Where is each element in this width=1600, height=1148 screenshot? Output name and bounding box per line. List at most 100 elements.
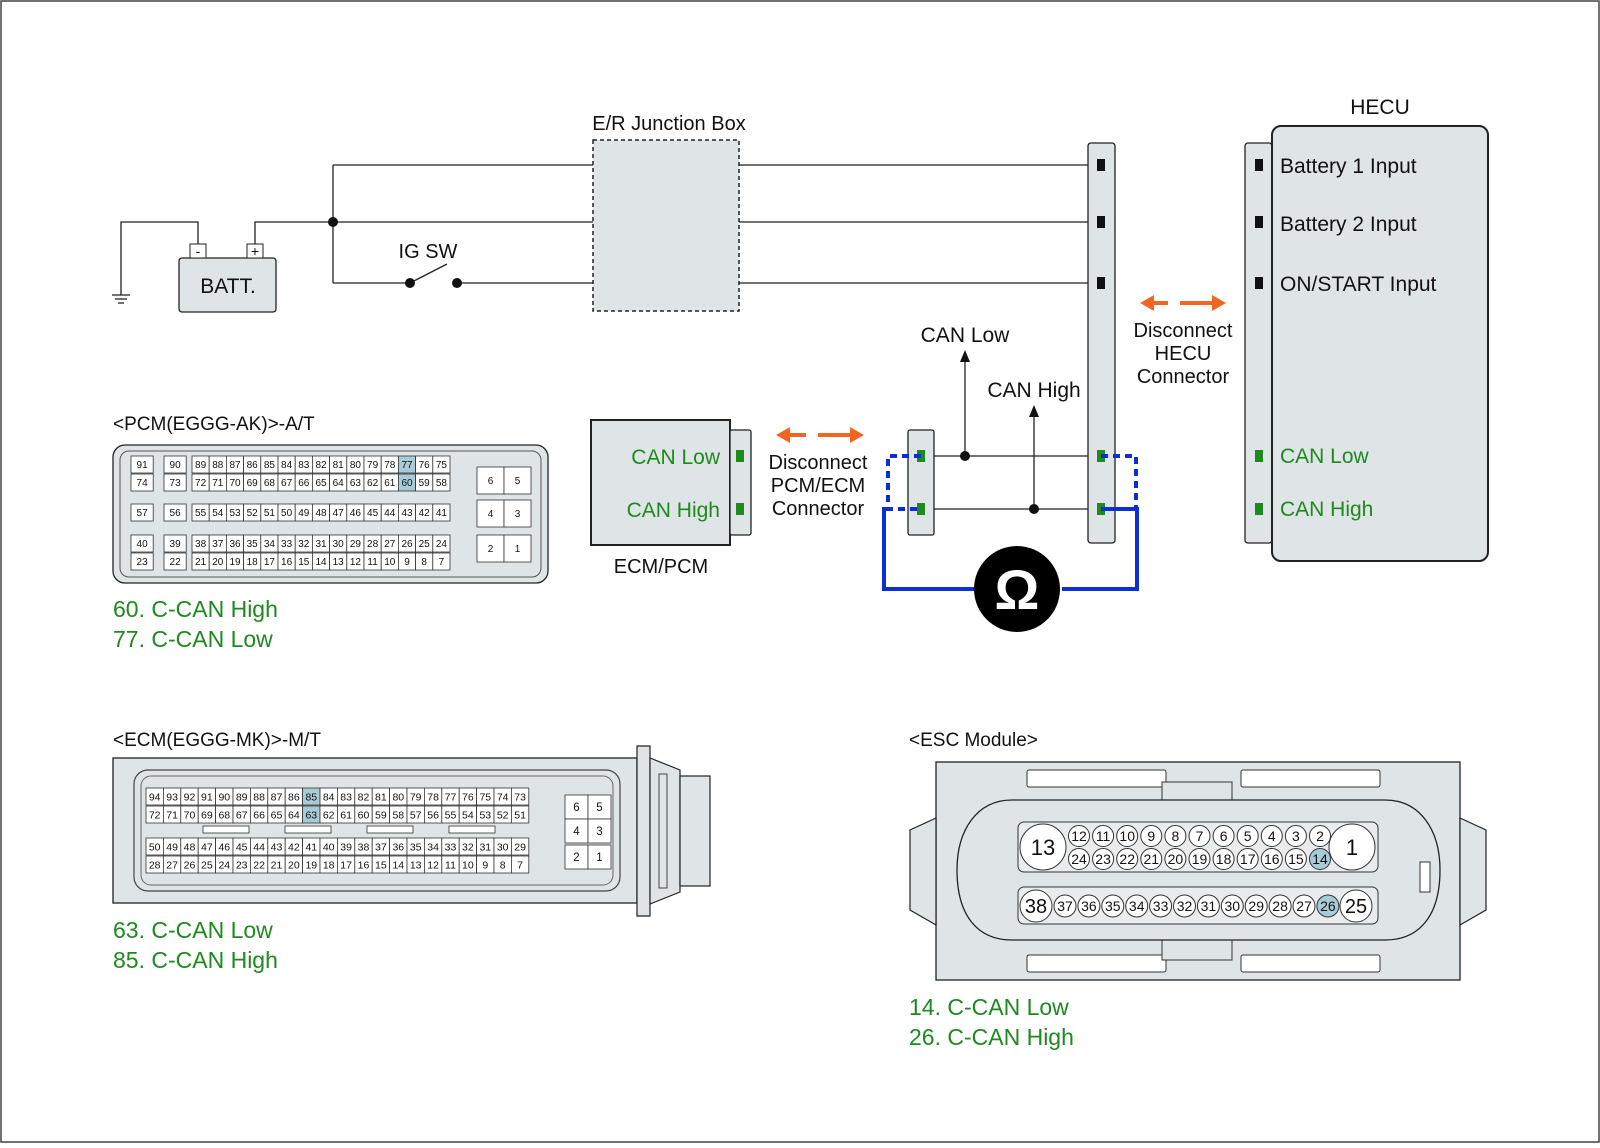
pin-1: 1 — [587, 844, 612, 870]
svg-text:17: 17 — [1240, 851, 1256, 867]
pin-74: 74 — [493, 787, 512, 806]
svg-text:55: 55 — [195, 508, 207, 519]
pin-55: 55 — [441, 805, 460, 824]
pin-73: 73 — [510, 787, 530, 806]
pin-33: 33 — [441, 837, 460, 856]
pin-7: 7 — [510, 855, 530, 874]
svg-text:35: 35 — [1105, 898, 1121, 914]
pin-87: 87 — [225, 455, 244, 474]
pin-90: 90 — [163, 455, 187, 474]
svg-text:33: 33 — [281, 539, 293, 550]
pin-71: 71 — [162, 805, 182, 824]
pin-51: 51 — [510, 805, 530, 824]
pin-55: 55 — [191, 503, 210, 522]
pin-81: 81 — [371, 787, 391, 806]
svg-text:24: 24 — [436, 539, 448, 550]
pin-76: 76 — [458, 787, 478, 806]
pin-15: 15 — [294, 552, 313, 571]
svg-text:73: 73 — [170, 478, 182, 489]
svg-text:36: 36 — [229, 539, 241, 550]
svg-text:61: 61 — [384, 478, 396, 489]
svg-text:22: 22 — [1119, 851, 1135, 867]
pin-25: 25 — [1339, 889, 1373, 923]
pin-12: 12 — [423, 855, 443, 874]
pin-14: 14 — [1309, 848, 1331, 870]
svg-text:23: 23 — [236, 859, 248, 871]
svg-text:1: 1 — [596, 852, 602, 864]
pin-10: 10 — [458, 855, 478, 874]
svg-text:33: 33 — [445, 841, 457, 853]
pin-26: 26 — [1316, 894, 1340, 918]
junction-box — [592, 139, 740, 312]
pin-64: 64 — [284, 805, 304, 824]
svg-text:27: 27 — [384, 539, 396, 550]
pin-21: 21 — [191, 552, 210, 571]
pin-56: 56 — [163, 503, 187, 522]
pin-41: 41 — [302, 837, 321, 856]
svg-text:10: 10 — [1119, 828, 1135, 844]
svg-text:4: 4 — [488, 509, 494, 520]
pin-28: 28 — [145, 855, 164, 874]
pin-16: 16 — [354, 855, 373, 874]
pin-22: 22 — [1116, 848, 1139, 870]
pin-63: 63 — [302, 805, 321, 824]
svg-text:27: 27 — [166, 859, 178, 871]
pin-58: 58 — [389, 805, 408, 824]
svg-text:5: 5 — [1244, 828, 1252, 844]
svg-text:8: 8 — [500, 859, 506, 871]
pin-5: 5 — [503, 466, 532, 495]
svg-text:90: 90 — [170, 460, 182, 471]
pin-59: 59 — [415, 473, 434, 492]
pin-65: 65 — [311, 473, 330, 492]
pin-19: 19 — [302, 855, 321, 874]
pin-54: 54 — [208, 503, 227, 522]
pin-36: 36 — [225, 534, 244, 553]
pin-43: 43 — [267, 837, 286, 856]
pin-70: 70 — [225, 473, 244, 492]
pin-60: 60 — [354, 805, 373, 824]
svg-text:69: 69 — [247, 478, 259, 489]
svg-text:65: 65 — [315, 478, 327, 489]
pin-35: 35 — [406, 837, 425, 856]
pin-33: 33 — [277, 534, 296, 553]
svg-text:35: 35 — [410, 841, 422, 853]
pin-91: 91 — [197, 787, 216, 806]
svg-text:39: 39 — [340, 841, 352, 853]
svg-text:61: 61 — [340, 809, 352, 821]
svg-text:66: 66 — [298, 478, 310, 489]
svg-text:77: 77 — [445, 791, 457, 803]
pin-61: 61 — [380, 473, 399, 492]
svg-text:62: 62 — [367, 478, 379, 489]
ecm-pin-can-high: CAN High — [627, 499, 720, 522]
battery-label: BATT. — [200, 275, 256, 298]
svg-text:10: 10 — [384, 557, 396, 568]
pin-22: 22 — [249, 855, 269, 874]
svg-text:13: 13 — [1031, 835, 1055, 860]
svg-text:11: 11 — [367, 557, 378, 568]
pin-82: 82 — [311, 455, 330, 474]
pin-78: 78 — [423, 787, 443, 806]
pcm-note-77: 77. C-CAN Low — [113, 626, 273, 652]
svg-text:89: 89 — [236, 791, 248, 803]
svg-text:82: 82 — [315, 460, 327, 471]
svg-text:81: 81 — [375, 791, 387, 803]
ecm-connector-title: <ECM(EGGG-MK)>-M/T — [113, 730, 321, 751]
pin-7: 7 — [432, 552, 451, 571]
pin-17: 17 — [1236, 848, 1259, 870]
svg-text:82: 82 — [358, 791, 370, 803]
svg-text:70: 70 — [229, 478, 241, 489]
svg-text:54: 54 — [462, 809, 474, 821]
svg-text:76: 76 — [462, 791, 474, 803]
pin-14: 14 — [311, 552, 330, 571]
pin-87: 87 — [267, 787, 286, 806]
can-wiring — [934, 358, 1088, 510]
svg-text:71: 71 — [166, 809, 178, 821]
pin-20: 20 — [208, 552, 227, 571]
pin-11: 11 — [363, 552, 382, 571]
svg-text:60: 60 — [401, 478, 413, 489]
pin-83: 83 — [294, 455, 313, 474]
svg-text:20: 20 — [1168, 851, 1184, 867]
pin-19: 19 — [1188, 848, 1211, 870]
svg-text:45: 45 — [236, 841, 248, 853]
